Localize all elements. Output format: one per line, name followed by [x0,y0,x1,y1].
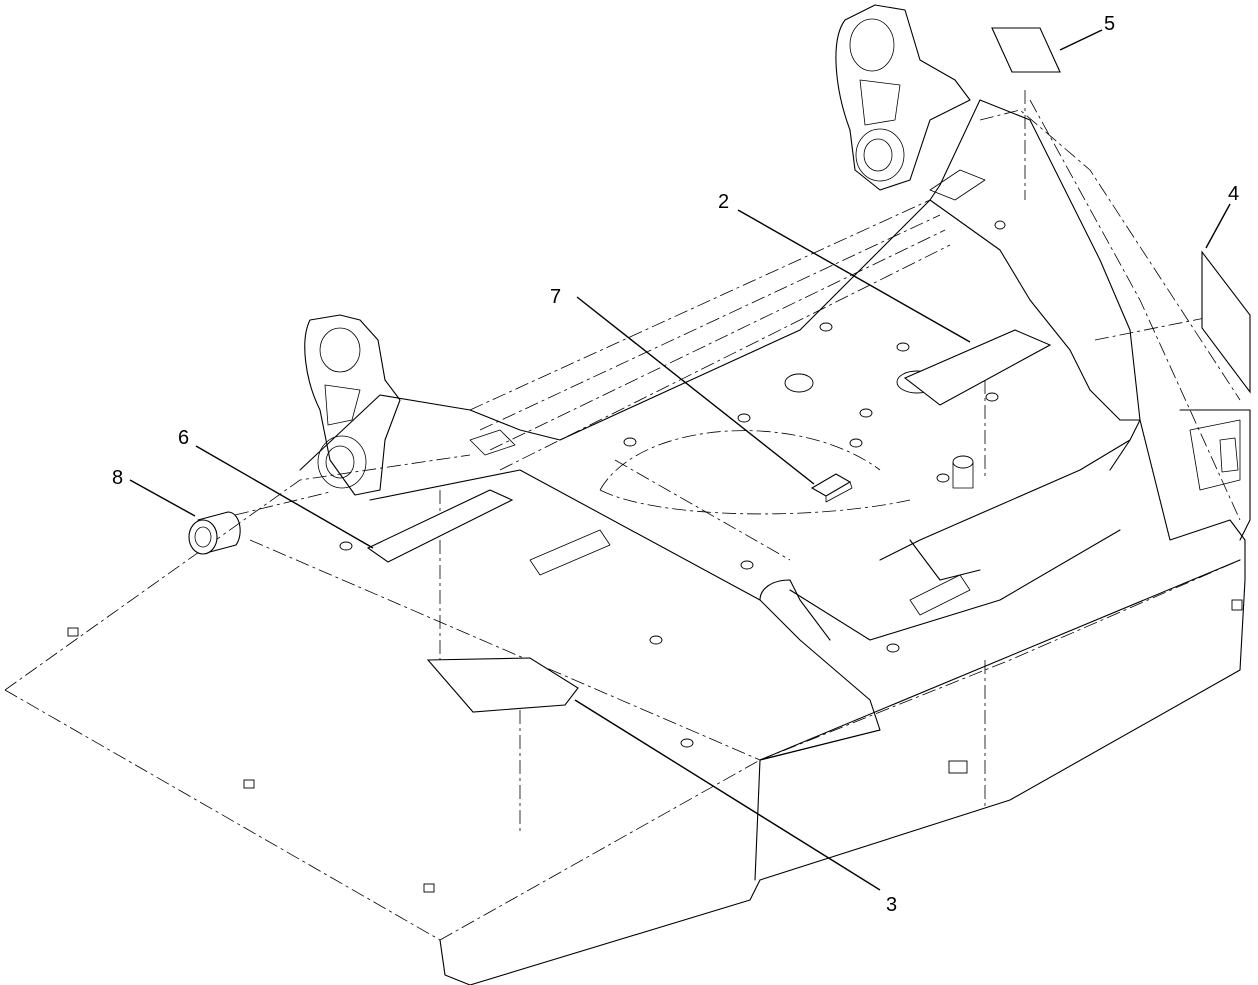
left-lift-arm [304,314,401,496]
callout-3: 3 [886,894,897,916]
part-3-decal [426,657,579,713]
callout-labels: 2 3 4 5 6 7 8 [112,13,1239,916]
leader-lines [129,29,1231,891]
part-2-decal [903,329,1052,406]
part-7-clip [810,473,853,503]
callout-4: 4 [1228,183,1239,205]
callout-6: 6 [178,427,189,449]
deck-holes [67,220,1243,893]
right-lift-arm [835,4,971,191]
deck-frame [299,99,1251,985]
part-8-bushing [188,511,241,555]
part-4-decal [1201,250,1251,394]
part-5-decal [991,27,1061,73]
assembly-guide-lines [4,90,1241,941]
part-6-decal [366,489,514,563]
callout-8: 8 [112,467,123,489]
callout-5: 5 [1104,13,1115,35]
callout-7: 7 [550,286,561,308]
callout-2: 2 [718,191,729,213]
